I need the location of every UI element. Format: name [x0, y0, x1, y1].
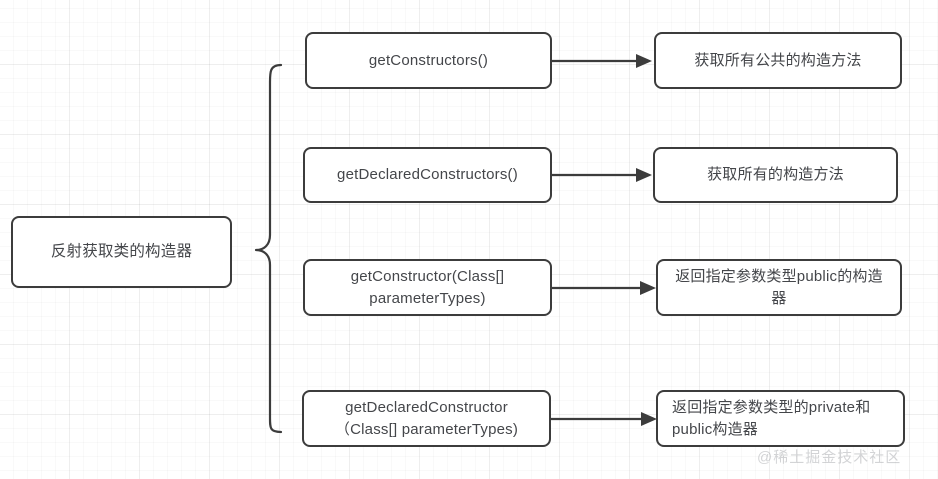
arrow-method-4-to-result-4	[551, 412, 657, 426]
arrow-method-1-to-result-1	[552, 54, 652, 68]
arrow-method-2-to-result-2	[552, 168, 652, 182]
node-method-4: getDeclaredConstructor（Class[] parameter…	[302, 390, 551, 447]
curly-brace-connector	[254, 63, 283, 434]
node-method-1: getConstructors()	[305, 32, 552, 89]
node-result-3: 返回指定参数类型public的构造器	[656, 259, 902, 316]
node-result-2-label: 获取所有的构造方法	[707, 166, 844, 184]
node-result-1-label: 获取所有公共的构造方法	[694, 51, 862, 69]
node-method-2: getDeclaredConstructors()	[303, 147, 552, 203]
node-root-label: 反射获取类的构造器	[50, 242, 193, 260]
node-result-2: 获取所有的构造方法	[653, 147, 898, 203]
node-result-4-label: 返回指定参数类型的private和public构造器	[672, 398, 871, 438]
node-method-3: getConstructor(Class[] parameterTypes)	[303, 259, 552, 316]
watermark: @稀土掘金技术社区	[757, 449, 902, 466]
node-result-4: 返回指定参数类型的private和public构造器	[656, 390, 905, 447]
node-method-4-label: getDeclaredConstructor（Class[] parameter…	[334, 398, 519, 438]
node-result-3-label: 返回指定参数类型public的构造器	[675, 267, 883, 307]
node-method-3-label: getConstructor(Class[] parameterTypes)	[350, 267, 505, 307]
node-result-1: 获取所有公共的构造方法	[654, 32, 902, 89]
arrow-method-3-to-result-3	[552, 281, 656, 295]
node-method-2-label: getDeclaredConstructors()	[337, 166, 518, 184]
node-root: 反射获取类的构造器	[11, 216, 232, 288]
node-method-1-label: getConstructors()	[368, 51, 489, 69]
